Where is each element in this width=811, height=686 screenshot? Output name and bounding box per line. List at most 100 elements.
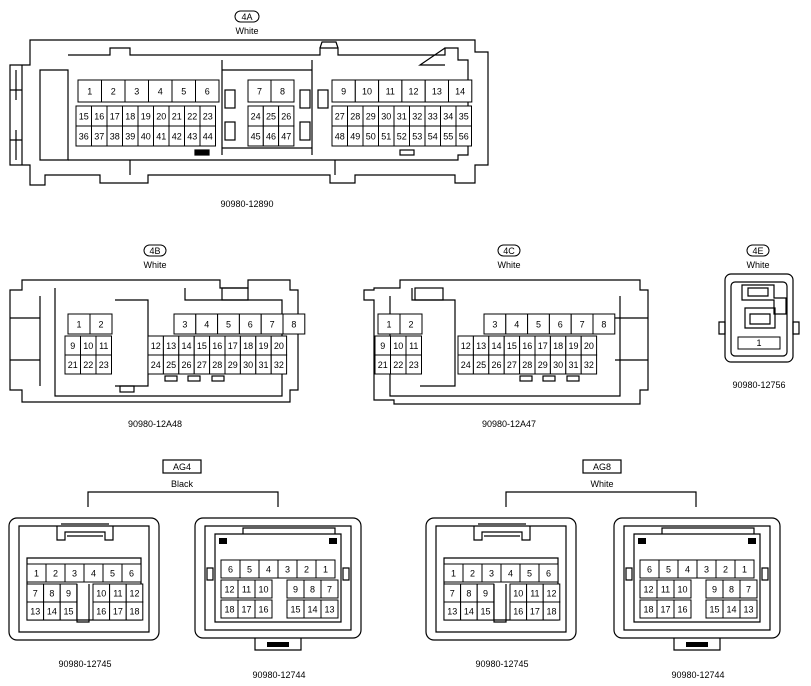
pin-number: 39 xyxy=(125,131,135,141)
connector-4a-pin-43: 43 xyxy=(184,125,201,147)
pin-number: 6 xyxy=(647,564,652,574)
group-ag4-left-pin-2: 2 xyxy=(45,563,66,583)
connector-4a-pin-9: 9 xyxy=(331,79,356,103)
pin-number: 13 xyxy=(166,341,176,351)
pin-number: 10 xyxy=(677,584,687,594)
pin-number: 13 xyxy=(432,86,442,96)
connector-4b-pin-2: 2 xyxy=(89,313,113,335)
connector-4a-pin-1: 1 xyxy=(77,79,102,103)
pin-number: 31 xyxy=(397,111,407,121)
pin-number: 2 xyxy=(53,568,58,578)
group-ag8-left-pin-6: 6 xyxy=(538,563,559,583)
connector-4c-pin-4: 4 xyxy=(505,313,529,335)
pin-number: 44 xyxy=(203,131,213,141)
pin-number: 11 xyxy=(386,86,395,96)
connector-4b-pin-30: 30 xyxy=(239,354,257,375)
group-ag8-right-pin-10: 10 xyxy=(673,579,692,599)
connector-4a-pin-27: 27 xyxy=(331,105,348,127)
group-ag4-right-part-number: 90980-12744 xyxy=(252,670,305,680)
pin-cell xyxy=(592,313,616,335)
connector-4a-pin-26: 26 xyxy=(278,105,295,127)
pin-number: 2 xyxy=(111,86,116,96)
pin-number: 15 xyxy=(290,604,300,614)
pin-number: 25 xyxy=(266,111,276,121)
pin-number: 14 xyxy=(455,86,465,96)
pin-number: 18 xyxy=(243,341,253,351)
pin-cell xyxy=(199,125,216,147)
group-ag8-right-pin-17: 17 xyxy=(656,599,675,619)
pin-number: 31 xyxy=(258,360,268,370)
pin-number: 32 xyxy=(412,111,422,121)
connector-4b-pin-31: 31 xyxy=(255,354,272,375)
connector-4c-pin-23: 23 xyxy=(405,354,422,375)
group-ag4-right-pin-4: 4 xyxy=(258,559,279,579)
connector-4a-pin-31: 31 xyxy=(393,105,410,127)
pin-number: 17 xyxy=(110,111,120,121)
pin-number: 4 xyxy=(514,319,519,329)
connector-housing xyxy=(8,517,160,641)
connector-4b-pin-16: 16 xyxy=(209,335,226,356)
connector-4a-pin-14: 14 xyxy=(448,79,473,103)
group-ag8-right-pin-8: 8 xyxy=(722,579,741,599)
pin-number: 6 xyxy=(228,564,233,574)
pin-number: 4 xyxy=(158,86,163,96)
group-ag4-left-pin-5: 5 xyxy=(102,563,123,583)
pin-number: 2 xyxy=(304,564,309,574)
pin-number: 20 xyxy=(274,341,284,351)
pin-cell xyxy=(476,601,495,621)
pin-cell xyxy=(405,354,422,375)
connector-4c-pin-15: 15 xyxy=(503,335,521,356)
group-ag4-color: Black xyxy=(171,479,194,489)
group-ag8: AG8 White xyxy=(505,459,697,507)
pin-number: 9 xyxy=(293,584,298,594)
pin-number: 11 xyxy=(409,341,418,351)
pin-number: 17 xyxy=(228,341,238,351)
connector-4e: 4E White 1 90980-12756 xyxy=(718,244,800,390)
pin-number: 16 xyxy=(513,606,523,616)
pin-number: 18 xyxy=(643,604,653,614)
connector-4a-pin-38: 38 xyxy=(106,125,123,147)
group-ag4-left-pin-13: 13 xyxy=(26,601,45,621)
connector-4c-pin-13: 13 xyxy=(472,335,490,356)
pin-number: 10 xyxy=(258,584,268,594)
connector-4c-pin-3: 3 xyxy=(483,313,507,335)
pin-number: 16 xyxy=(522,341,532,351)
group-ag4-code: AG4 xyxy=(173,462,191,472)
connector-4a-pin-54: 54 xyxy=(424,125,441,147)
pin-number: 10 xyxy=(83,341,93,351)
pin-number: 8 xyxy=(601,319,606,329)
pin-number: 8 xyxy=(729,584,734,594)
connector-4a-pin-56: 56 xyxy=(455,125,472,147)
pin-number: 22 xyxy=(393,360,403,370)
pin-cell xyxy=(448,79,473,103)
connector-4a-pin-41: 41 xyxy=(153,125,170,147)
connector-4c-pin-20: 20 xyxy=(580,335,598,356)
pin-number: 11 xyxy=(661,584,670,594)
connector-4b-code: 4B xyxy=(149,246,160,256)
pin-number: 21 xyxy=(68,360,78,370)
pin-number: 12 xyxy=(643,584,653,594)
group-ag4-right-pin-6: 6 xyxy=(220,559,241,579)
connector-4a-pin-29: 29 xyxy=(362,105,379,127)
connector-4a-pin-55: 55 xyxy=(440,125,457,147)
connector-4a-pin-36: 36 xyxy=(75,125,92,147)
pin-number: 17 xyxy=(538,341,548,351)
pin-number: 55 xyxy=(443,131,453,141)
pin-number: 12 xyxy=(151,341,161,351)
connector-4c-part-number: 90980-12A47 xyxy=(482,419,536,429)
pin-number: 9 xyxy=(380,341,385,351)
connector-4a-pin-44: 44 xyxy=(199,125,216,147)
connector-4a-pin-4: 4 xyxy=(148,79,173,103)
pin-number: 21 xyxy=(378,360,388,370)
pin-number: 19 xyxy=(141,111,151,121)
pin-number: 9 xyxy=(341,86,346,96)
pin-number: 24 xyxy=(461,360,471,370)
connector-4b-pin-32: 32 xyxy=(270,354,288,375)
pin-number: 18 xyxy=(129,606,139,616)
connector-4a-pin-24: 24 xyxy=(247,105,264,127)
connector-4b-pin-25: 25 xyxy=(162,354,180,375)
pin-number: 16 xyxy=(677,604,687,614)
group-ag8-left-pin-12: 12 xyxy=(542,583,561,603)
